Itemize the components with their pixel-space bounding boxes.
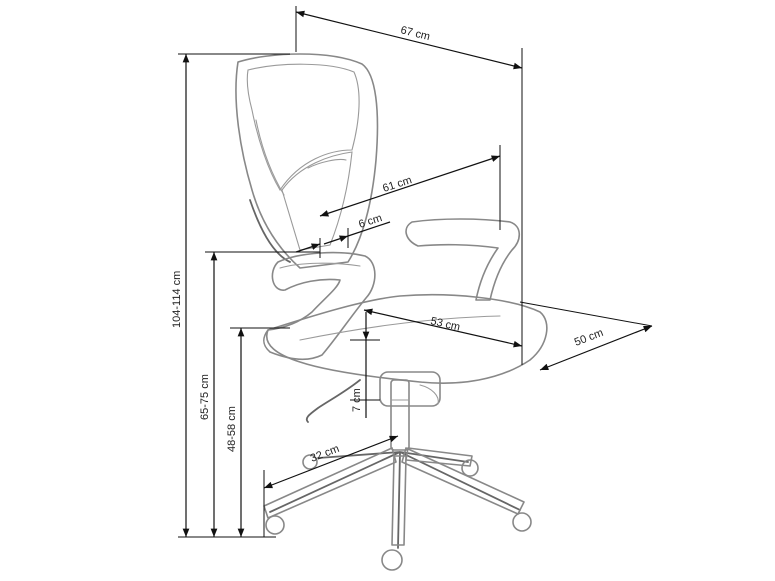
dim-seat-depth-line bbox=[363, 308, 523, 348]
label-seat-total-width: 61 cm bbox=[381, 174, 413, 195]
dimension-labels: 67 cm 61 cm 6 cm 53 cm 50 cm 104-114 cm … bbox=[171, 24, 605, 465]
backrest-mesh bbox=[246, 63, 360, 192]
dim-armrest-gap-line bbox=[323, 235, 349, 245]
dim-seat-width-line bbox=[539, 325, 653, 371]
label-base-radius: 32 cm bbox=[309, 443, 341, 465]
dimension-lines bbox=[178, 6, 653, 538]
label-gas-lift-travel: 7 cm bbox=[351, 388, 363, 412]
seat-mechanism bbox=[379, 371, 441, 407]
label-seat-width: 50 cm bbox=[573, 327, 605, 349]
dim-total-depth-line bbox=[295, 10, 523, 70]
seat bbox=[265, 294, 548, 384]
chair-illustration bbox=[235, 53, 548, 571]
tilt-lever bbox=[305, 379, 361, 423]
label-total-height: 104-114 cm bbox=[171, 271, 183, 328]
dim-base-radius-line bbox=[263, 435, 399, 489]
right-armrest bbox=[405, 218, 521, 301]
gas-cylinder bbox=[390, 379, 410, 451]
label-total-depth: 67 cm bbox=[399, 24, 431, 43]
label-seat-height: 48-58 cm bbox=[226, 406, 238, 452]
left-armrest bbox=[262, 251, 376, 361]
label-armrest-height: 65-75 cm bbox=[199, 374, 211, 420]
backrest bbox=[235, 53, 379, 269]
dim-seat-total-width-line bbox=[319, 155, 501, 217]
